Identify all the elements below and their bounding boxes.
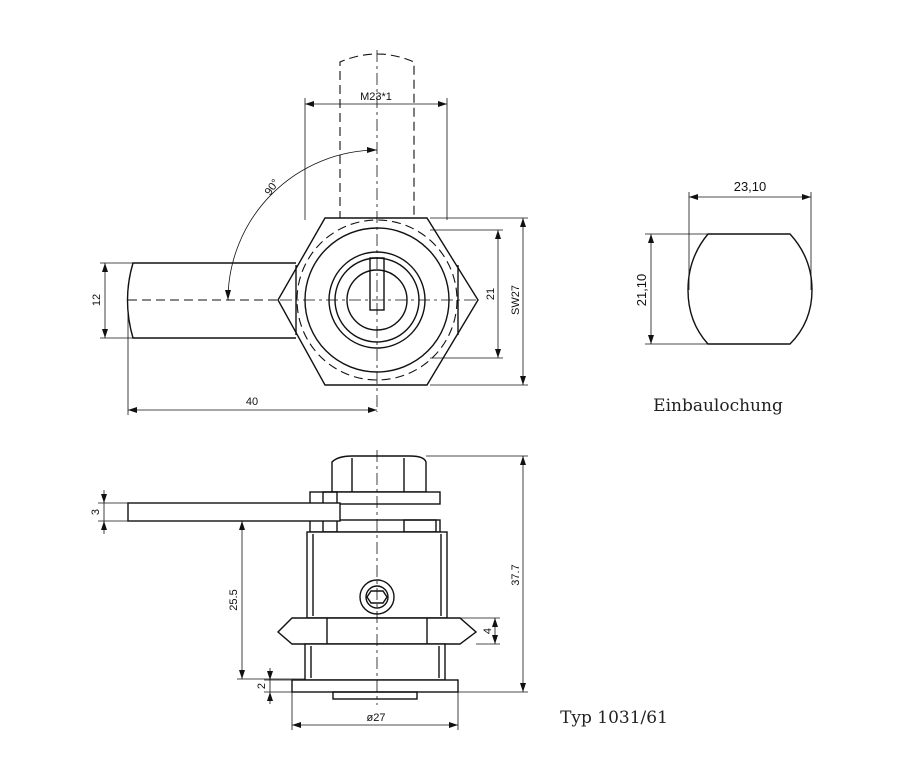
arrow (101, 521, 107, 530)
arrow (305, 101, 314, 107)
key-cylinder-tip (332, 691, 418, 700)
side-view: 3 25.5 2 4 37.7 ø27 (90, 450, 528, 730)
arrow (520, 218, 526, 227)
lower-thread (304, 643, 446, 681)
arrow (225, 290, 231, 300)
arrow (492, 618, 498, 627)
arrow (495, 349, 501, 358)
arrow (102, 263, 108, 272)
top-view: M23*1 90° 12 40 (91, 50, 528, 415)
arrow (239, 670, 245, 679)
arrow (267, 671, 273, 680)
arrow (368, 407, 377, 413)
flange-diameter-label: ø27 (367, 712, 386, 724)
type-caption: Typ 1031/61 (560, 708, 668, 728)
arrow (102, 329, 108, 338)
arrow (438, 101, 447, 107)
arrow (449, 722, 458, 728)
arrow (495, 230, 501, 239)
arrow (802, 194, 811, 200)
hex-socket (366, 590, 388, 604)
arrow (101, 494, 107, 503)
arrow (492, 635, 498, 644)
total-length-label: 37.7 (510, 564, 522, 585)
lever-length-label: 40 (246, 396, 258, 408)
arrow (367, 147, 377, 153)
lever-outline (126, 262, 296, 339)
arrow (648, 335, 654, 344)
top-nut (331, 455, 427, 493)
arrow (239, 521, 245, 530)
arrow (520, 376, 526, 385)
flange-thickness-label: 2 (256, 683, 268, 689)
flange (291, 679, 459, 693)
thread-label: M23*1 (360, 91, 392, 103)
cutout-shape (687, 233, 813, 345)
body-length-label: 25.5 (228, 589, 240, 610)
arrow (128, 407, 137, 413)
arrow (267, 692, 273, 701)
lever-width-label: 12 (91, 294, 103, 306)
cutout-width-label: 23,10 (734, 179, 767, 194)
arrow (292, 722, 301, 728)
set-screw-inner (365, 585, 389, 609)
cutout-caption: Einbaulochung (653, 396, 783, 416)
cutout-height-label: 21,10 (634, 274, 649, 307)
mounting-cutout: 23,10 21,10 Einbaulochung (634, 179, 813, 416)
nut-height-label: 4 (482, 628, 494, 634)
wrench-size-label: SW27 (510, 285, 522, 315)
upper-washer (309, 491, 441, 505)
angle-label: 90° (263, 177, 282, 198)
lever-side (127, 502, 341, 522)
inner-width-label: 21 (485, 288, 497, 300)
arrow (520, 456, 526, 465)
arrow (689, 194, 698, 200)
hex-nut-outline (277, 217, 479, 386)
lower-washer (309, 519, 441, 533)
lever-thickness-label: 3 (90, 509, 102, 515)
rotation-arc (227, 149, 378, 301)
arrow (520, 683, 526, 692)
arrow (648, 234, 654, 243)
